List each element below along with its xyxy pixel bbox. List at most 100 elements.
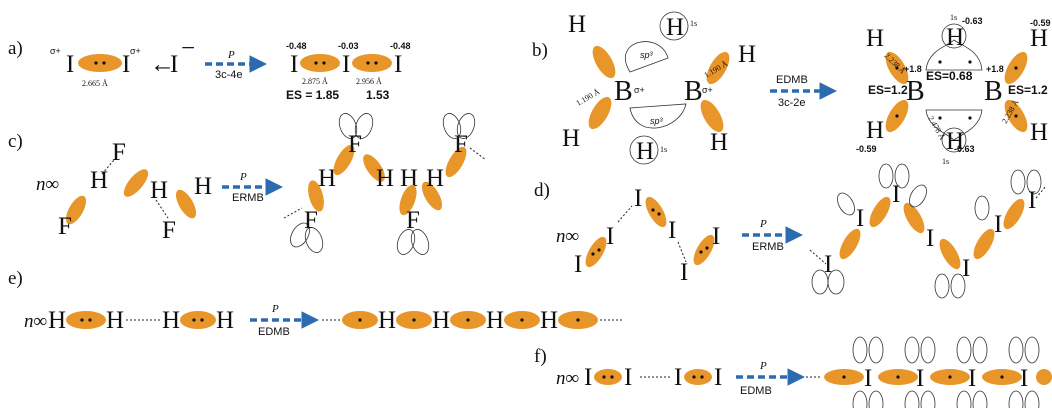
panel-e-label: e) — [8, 268, 23, 289]
boron-charge: σ+ — [702, 85, 713, 95]
charge-value: -0.59 — [856, 144, 877, 154]
panel-d-label: d) — [534, 180, 550, 201]
iodine-atom: I — [1028, 187, 1036, 214]
iodine-atom: I — [584, 364, 592, 391]
product-iodine-1: I — [290, 51, 298, 78]
iodine-atom: I — [962, 255, 970, 282]
product-iodine-2: I — [342, 51, 350, 78]
n-infinity: n∞ — [556, 368, 579, 389]
sigma-hole-charge: σ+ — [130, 46, 141, 56]
hydrogen-atom: H — [90, 167, 108, 194]
fluorine-atom: F — [454, 131, 468, 158]
bond-length: 2.875 Å — [302, 77, 328, 86]
hydrogen-atom: H — [162, 307, 180, 334]
iodide-anion: I — [170, 51, 178, 78]
hydrogen-atom: H — [150, 177, 168, 204]
boron-atom: B — [984, 76, 1003, 107]
sigma-hole-charge: σ+ — [50, 46, 61, 56]
hybrid-orbital-label: sp³ — [640, 50, 654, 60]
hydrogen-atom: H — [216, 307, 234, 334]
arrow-label-top: P — [271, 303, 279, 315]
iodine-atom: I — [574, 251, 582, 278]
iodine-atom: I — [714, 364, 722, 391]
charge-value: -0.48 — [286, 41, 307, 51]
arrow-label-top: P — [759, 360, 767, 372]
iodine-atom: I — [864, 365, 872, 392]
terminal-hydrogen: H — [1030, 25, 1048, 52]
terminal-hydrogen: H — [866, 117, 884, 144]
n-infinity: n∞ — [556, 226, 579, 247]
charge-value: -0.03 — [338, 41, 359, 51]
charge-value: -0.59 — [1030, 18, 1051, 28]
hydrogen-atom: H — [106, 307, 124, 334]
iodine-atom: I — [712, 223, 720, 250]
arrow-label-top: P — [239, 171, 247, 183]
anion-charge: − — [181, 35, 195, 62]
reactant-iodine-right: I — [122, 51, 130, 78]
iodine-atom: I — [1020, 365, 1028, 392]
bridging-hydrogen: H — [666, 14, 684, 41]
bond-lobe — [78, 54, 122, 72]
fluorine-atom: F — [304, 207, 318, 234]
panel-f-label: f) — [534, 346, 547, 367]
n-infinity: n∞ — [36, 174, 59, 195]
iodine-linear-chain-product: I I I I — [806, 336, 1052, 408]
panel-b-label: b) — [532, 40, 548, 61]
arrow-label-top: EDMB — [776, 74, 808, 86]
iodine-atom: I — [926, 225, 934, 252]
arrow-label-top: P — [759, 218, 767, 230]
es-value: ES=1.2 — [1008, 83, 1048, 97]
orbital-label: 1s — [660, 145, 667, 154]
fluorine-atom: F — [348, 131, 362, 158]
iodine-atom: I — [674, 364, 682, 391]
arrow-label-bottom: EDMB — [740, 385, 772, 397]
arrow-label-bottom: ERMB — [232, 192, 264, 204]
terminal-hydrogen: H — [562, 125, 580, 152]
terminal-hydrogen: H — [1030, 119, 1048, 146]
iodine-atom: I — [824, 251, 832, 278]
reaction-arrow-left: ← — [150, 51, 175, 78]
terminal-hydrogen: H — [866, 25, 884, 52]
arrow-label-bottom: 3c-4e — [215, 69, 243, 81]
boron-charge: +1.8 — [904, 64, 922, 74]
arrow-label-bottom: EDMB — [258, 326, 290, 338]
es-value: ES = 1.85 — [286, 88, 339, 102]
panel-a-label: a) — [8, 38, 23, 59]
es-value: ES=0.68 — [926, 69, 973, 83]
fluorine-atom: F — [58, 213, 72, 240]
panel-d: d) n∞ I I I I I I P ERMB I I I — [534, 163, 1047, 299]
hydrogen-atom: H — [48, 307, 66, 334]
arrow-label-bottom: 3c-2e — [778, 97, 806, 109]
n-infinity: n∞ — [24, 311, 47, 332]
iodine-atom: I — [916, 365, 924, 392]
charge-value: -0.63 — [954, 144, 975, 154]
panel-f: f) n∞ I I I I P EDMB I I I — [534, 336, 1052, 408]
es-value: 1.53 — [366, 88, 390, 102]
terminal-hydrogen: H — [738, 41, 756, 68]
boron-atom: B — [684, 76, 703, 107]
panel-c: c) n∞ F H H F F H P ERMB F H F H H — [8, 113, 487, 255]
boron-atom: B — [906, 76, 925, 107]
hf-chain-product: F H F H H F H F — [283, 113, 487, 255]
fluorine-atom: F — [406, 207, 420, 234]
boron-charge: +1.8 — [986, 64, 1004, 74]
bridging-hydrogen: H — [946, 128, 964, 155]
hydrogen-atom: H — [432, 307, 450, 334]
bond-length: 2.956 Å — [356, 77, 382, 86]
bond-length: 2.478 Å — [926, 115, 947, 142]
es-value: ES=1.2 — [868, 83, 908, 97]
boron-charge: σ+ — [634, 85, 645, 95]
orbital-label: 1s — [942, 157, 949, 166]
iodine-atom: I — [668, 217, 676, 244]
iodine-atom: I — [994, 211, 1002, 238]
hydrogen-atom: H — [194, 173, 212, 200]
bridging-hydrogen: H — [636, 138, 654, 165]
hydrogen-atom: H — [378, 307, 396, 334]
iodine-atom: I — [680, 259, 688, 286]
hydrogen-atom: H — [540, 307, 558, 334]
product-iodine-3: I — [394, 51, 402, 78]
iodine-atom: I — [968, 365, 976, 392]
iodine-chain-product: I I I I I I I — [809, 163, 1047, 299]
bridging-hydrogen: H — [946, 24, 964, 51]
